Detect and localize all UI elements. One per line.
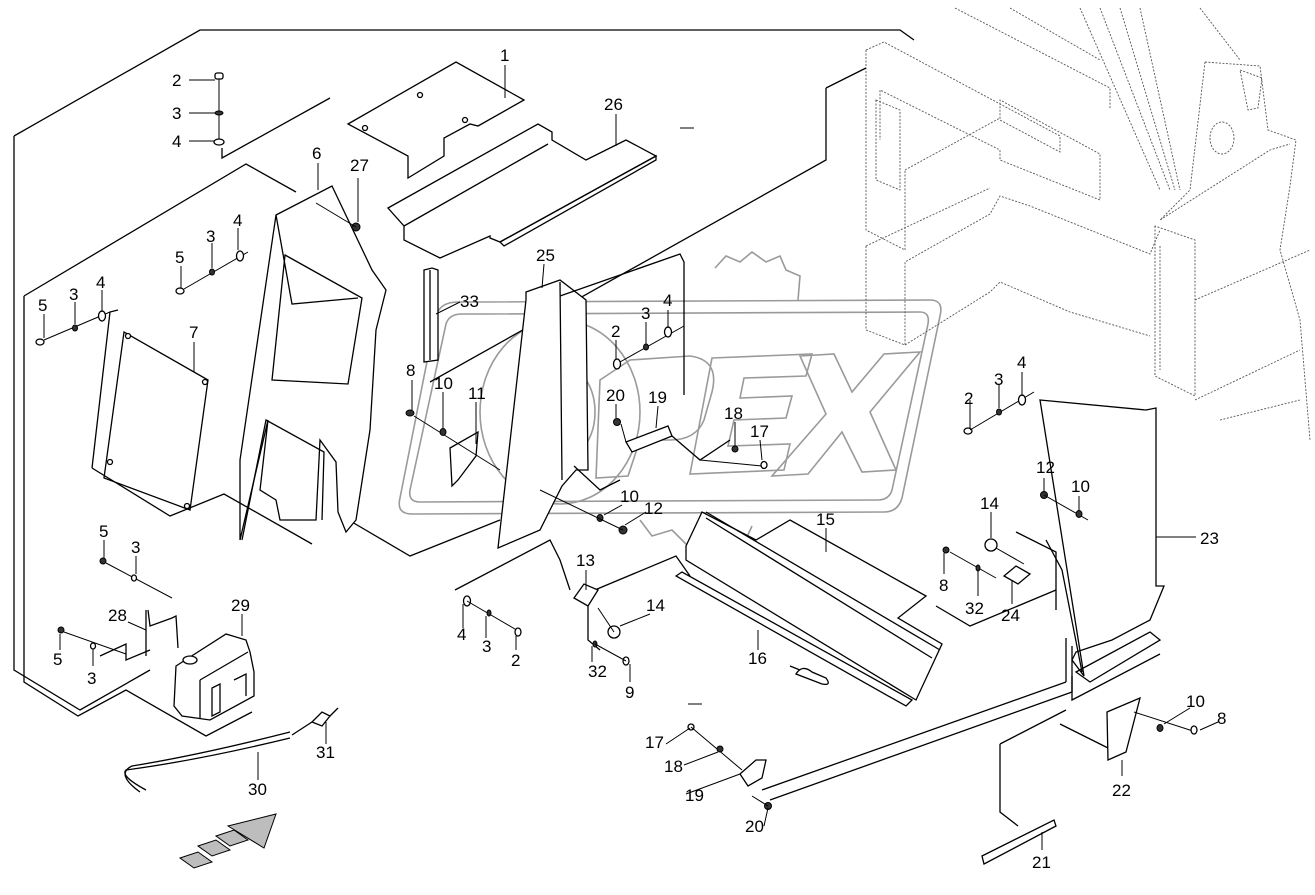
part-15-side-panel	[685, 511, 943, 701]
callout-4: 4	[457, 625, 466, 644]
part-30-hose	[124, 731, 291, 793]
callout-8: 8	[1217, 709, 1226, 728]
part-21-strip	[981, 709, 1067, 865]
callout-28: 28	[108, 606, 127, 625]
callout-10: 10	[434, 374, 453, 393]
direction-arrow	[178, 813, 277, 869]
part-29-reservoir-tank	[173, 633, 255, 721]
connecting-rails	[454, 539, 1073, 801]
callout-5: 5	[53, 650, 62, 669]
callout-26: 26	[604, 95, 623, 114]
callout-4: 4	[1017, 353, 1026, 372]
callout-14: 14	[980, 494, 999, 513]
callout-5: 5	[175, 248, 184, 267]
callout-29: 29	[231, 596, 250, 615]
callout-17: 17	[645, 733, 664, 752]
callout-9: 9	[625, 683, 634, 702]
callout-21: 21	[1032, 853, 1051, 872]
part-19-hinge-lower	[739, 759, 767, 787]
callout-3: 3	[69, 285, 78, 304]
callout-19: 19	[685, 786, 704, 805]
callout-3: 3	[131, 538, 140, 557]
callout-16: 16	[748, 649, 767, 668]
callout-33: 33	[460, 292, 479, 311]
part-28-bracket	[99, 609, 179, 661]
callout-5: 5	[99, 522, 108, 541]
part-25-bracket	[497, 253, 685, 550]
callout-20: 20	[606, 386, 625, 405]
callout-3: 3	[206, 227, 215, 246]
part-11-plate	[449, 430, 479, 488]
callout-4: 4	[172, 132, 181, 151]
part-16-strip	[674, 571, 914, 707]
callout-5: 5	[38, 296, 47, 315]
callout-10: 10	[620, 487, 639, 506]
callout-3: 3	[994, 370, 1003, 389]
hardware	[35, 72, 1198, 810]
callout-6: 6	[312, 144, 321, 163]
callout-12: 12	[644, 499, 663, 518]
callout-31: 31	[316, 743, 335, 762]
callout-24: 24	[1001, 606, 1020, 625]
callout-14: 14	[646, 596, 665, 615]
callout-32: 32	[588, 662, 607, 681]
callout-15: 15	[816, 510, 835, 529]
callout-4: 4	[96, 273, 105, 292]
callout-3: 3	[641, 304, 650, 323]
part-22-plate	[1059, 696, 1141, 761]
callout-19: 19	[648, 388, 667, 407]
callout-11: 11	[468, 384, 486, 403]
callout-2: 2	[172, 71, 181, 90]
callout-18: 18	[664, 757, 683, 776]
callout-8: 8	[939, 576, 948, 595]
part-31-valve	[291, 707, 339, 736]
callout-22: 22	[1112, 781, 1131, 800]
assembly-outline	[13, 29, 915, 737]
callout-3: 3	[482, 637, 491, 656]
callout-10: 10	[1071, 477, 1090, 496]
part-23-side-bracket	[1039, 399, 1165, 702]
part-19-hinge-upper	[625, 425, 731, 461]
callout-2: 2	[511, 651, 520, 670]
callout-4: 4	[663, 291, 672, 310]
callout-7: 7	[189, 323, 198, 342]
part-7-cover	[91, 309, 313, 545]
callout-18: 18	[724, 404, 743, 423]
callout-1: 1	[500, 46, 509, 65]
part-33-strip	[423, 267, 439, 363]
callout-10: 10	[1186, 692, 1205, 711]
callout-27: 27	[350, 156, 369, 175]
part-1-cover-plate	[346, 61, 526, 180]
callout-3: 3	[87, 669, 96, 688]
leader-lines	[43, 65, 1219, 850]
callout-3: 3	[172, 104, 181, 123]
part-13-hinge	[573, 583, 601, 651]
callout-labels: 1 2 3 4 6 27 26 4 3 5 4 3 5 7 33 25 4 3 …	[38, 46, 1226, 872]
callout-23: 23	[1200, 529, 1219, 548]
callout-2: 2	[964, 389, 973, 408]
callout-8: 8	[406, 361, 415, 380]
callout-17: 17	[750, 422, 769, 441]
callout-13: 13	[576, 551, 595, 570]
callout-12: 12	[1036, 458, 1055, 477]
callout-2: 2	[611, 322, 620, 341]
callout-20: 20	[745, 817, 764, 836]
callout-32: 32	[965, 599, 984, 618]
part-6-mounting-frame	[239, 185, 387, 541]
callout-4: 4	[233, 211, 242, 230]
machine-frame-ghost	[865, 7, 1311, 441]
callout-25: 25	[536, 246, 555, 265]
callout-30: 30	[248, 780, 267, 799]
part-26-channel	[386, 123, 658, 259]
